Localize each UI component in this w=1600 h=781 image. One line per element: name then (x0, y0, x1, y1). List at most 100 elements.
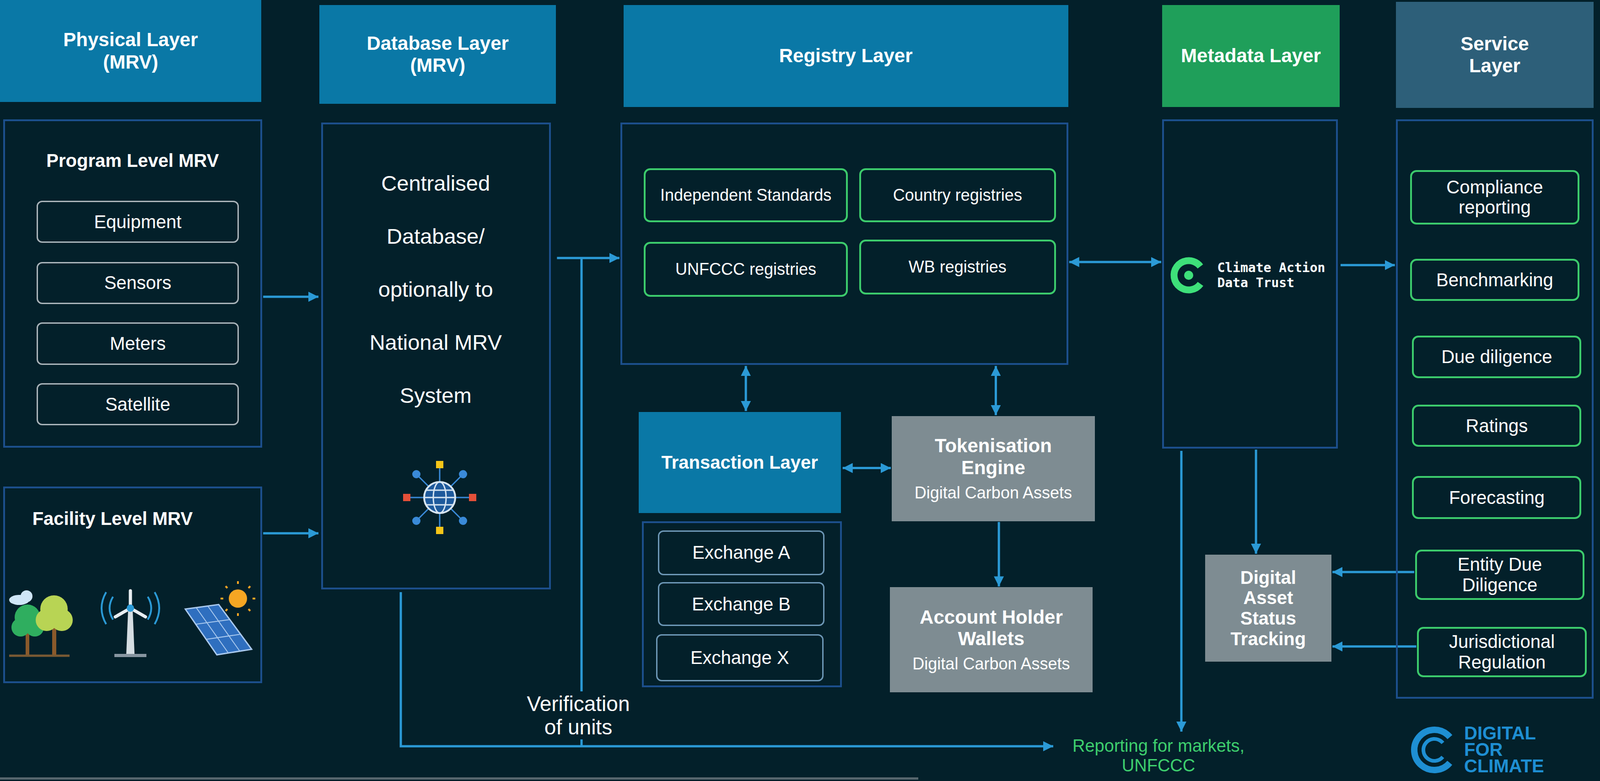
item-box: Meters (36, 322, 239, 366)
box-label: Exchange X (690, 647, 790, 669)
cadt-logo (1168, 254, 1209, 296)
item-box: Ratings (1411, 404, 1582, 447)
layer-column: EquipmentSensorsMetersSatellite Program L… (0, 0, 264, 686)
digital-for-climate-logo (1406, 721, 1463, 779)
box-label: Exchange B (691, 594, 791, 615)
cadt-logo (1184, 270, 1194, 281)
box-label: Exchange A (692, 542, 791, 564)
solar-panel-icon (228, 589, 248, 609)
box-label: Account Holder Wallets (913, 606, 1069, 650)
flow-target-note: Reporting for markets, UNFCCC (1060, 736, 1257, 776)
network-globe-icon (406, 464, 473, 531)
box-label: Jurisdictional Regulation (1425, 631, 1579, 674)
box-label: Digital Asset Status Tracking (1222, 567, 1315, 650)
box-subtitle: Digital Carbon Assets (912, 655, 1070, 674)
box-label: Meters (109, 333, 166, 355)
verification-line (581, 258, 582, 747)
layer-column: Metadata LayerClimate Action Data Trust (1162, 5, 1340, 449)
item-box: UNFCCC registries (643, 242, 848, 297)
footer-bar (0, 777, 919, 781)
item-box: Equipment (36, 200, 239, 243)
box-label: Sensors (104, 272, 172, 294)
network-globe-icon (468, 494, 477, 502)
box-label: Compliance reporting (1418, 177, 1572, 219)
layer-title: Transaction Layer (661, 452, 819, 474)
box-label: Ratings (1465, 415, 1529, 437)
layer-header-band: Database Layer (MRV) (319, 5, 556, 104)
box-label: WB registries (908, 258, 1007, 277)
flow-arrow (1332, 645, 1417, 648)
layer-header-band: Physical Layer (MRV) (0, 0, 262, 103)
network-globe-icon (436, 461, 444, 469)
box-label: UNFCCC registries (675, 260, 817, 279)
flow-arrow (263, 295, 319, 298)
flow-arrow (1332, 571, 1415, 574)
box-label: Tokenisation Engine (917, 435, 1069, 479)
metadata-reporting-line (1180, 451, 1183, 733)
item-box: Exchange B (657, 582, 825, 627)
layer-column: Database Layer (MRV) Centralised Database… (319, 5, 556, 590)
panel-heading: Program Level MRV (5, 150, 261, 172)
flow-arrow (744, 366, 748, 412)
process-box: Tokenisation EngineDigital Carbon Assets (891, 416, 1095, 522)
item-box: Country registries (859, 168, 1056, 223)
process-box: Account Holder WalletsDigital Carbon Ass… (889, 587, 1094, 693)
layer-title: Database Layer (MRV) (362, 32, 514, 77)
mrv-panel: Facility Level MRV (3, 486, 263, 684)
layer-column: Independent Standards Country registriesU… (620, 5, 1069, 366)
solar-panel-icon (185, 581, 256, 656)
tree-icon (20, 590, 33, 603)
item-box: Satellite (36, 383, 239, 426)
wind-turbine-icon (115, 591, 146, 618)
layer-title: Registry Layer (779, 44, 913, 67)
box-label: Country registries (893, 186, 1023, 205)
network-globe-icon (424, 490, 456, 506)
network-globe-icon (458, 517, 468, 526)
solar-panel-icon (185, 604, 252, 656)
wind-turbine-icon (101, 591, 160, 658)
layer-column: Exchange A Exchange B Exchange X Transactio… (638, 412, 842, 688)
layer-title: Physical Layer (MRV) (54, 28, 206, 74)
layer-header-band: Transaction Layer (638, 412, 841, 514)
network-globe-icon (403, 494, 411, 502)
wind-turbine-icon (126, 610, 135, 655)
flow-arrow (263, 532, 319, 535)
network-globe-icon (403, 461, 477, 535)
box-label: Independent Standards (660, 186, 832, 205)
layer-header-band: Registry Layer (623, 5, 1069, 108)
item-box: WB registries (859, 239, 1056, 295)
solar-panel-icon (220, 581, 256, 617)
item-box: Compliance reporting (1410, 170, 1580, 225)
panel-heading: Facility Level MRV (32, 508, 194, 530)
item-box: Due diligence (1411, 335, 1582, 379)
layer-column: Compliance reportingBenchmarkingDue dili… (1395, 1, 1595, 699)
box-label: Forecasting (1449, 487, 1545, 509)
tree-icon (9, 655, 70, 658)
box-label: Equipment (93, 211, 182, 233)
box-label: Due diligence (1441, 346, 1552, 368)
item-box: Independent Standards (643, 168, 848, 223)
flow-note: Verification of units (521, 691, 636, 740)
digital-for-climate-logo (1406, 721, 1463, 779)
metadata-reporting-line (1181, 451, 1182, 733)
flow-arrow (1340, 263, 1396, 267)
flow-arrow (994, 366, 997, 416)
layer-body-text: Centralised Database/ optionally to Nati… (362, 156, 510, 423)
item-box: Sensors (36, 262, 239, 304)
solar-panel-icon (196, 606, 241, 654)
network-globe-icon (424, 482, 456, 514)
wind-turbine-icon (114, 654, 147, 658)
layer-header-band: Metadata Layer (1162, 5, 1340, 108)
layer-title: Metadata Layer (1180, 44, 1321, 67)
footer-bar (0, 777, 919, 781)
flow-arrow (1255, 449, 1258, 555)
item-box: Jurisdictional Regulation (1416, 627, 1587, 678)
network-globe-icon (412, 470, 421, 479)
item-box: Benchmarking (1410, 258, 1580, 301)
network-globe-icon (412, 517, 421, 526)
box-label: Benchmarking (1436, 269, 1554, 291)
layer-body-text: Climate Action Data Trust (1217, 260, 1330, 291)
digital-for-climate-logo (1418, 734, 1450, 766)
